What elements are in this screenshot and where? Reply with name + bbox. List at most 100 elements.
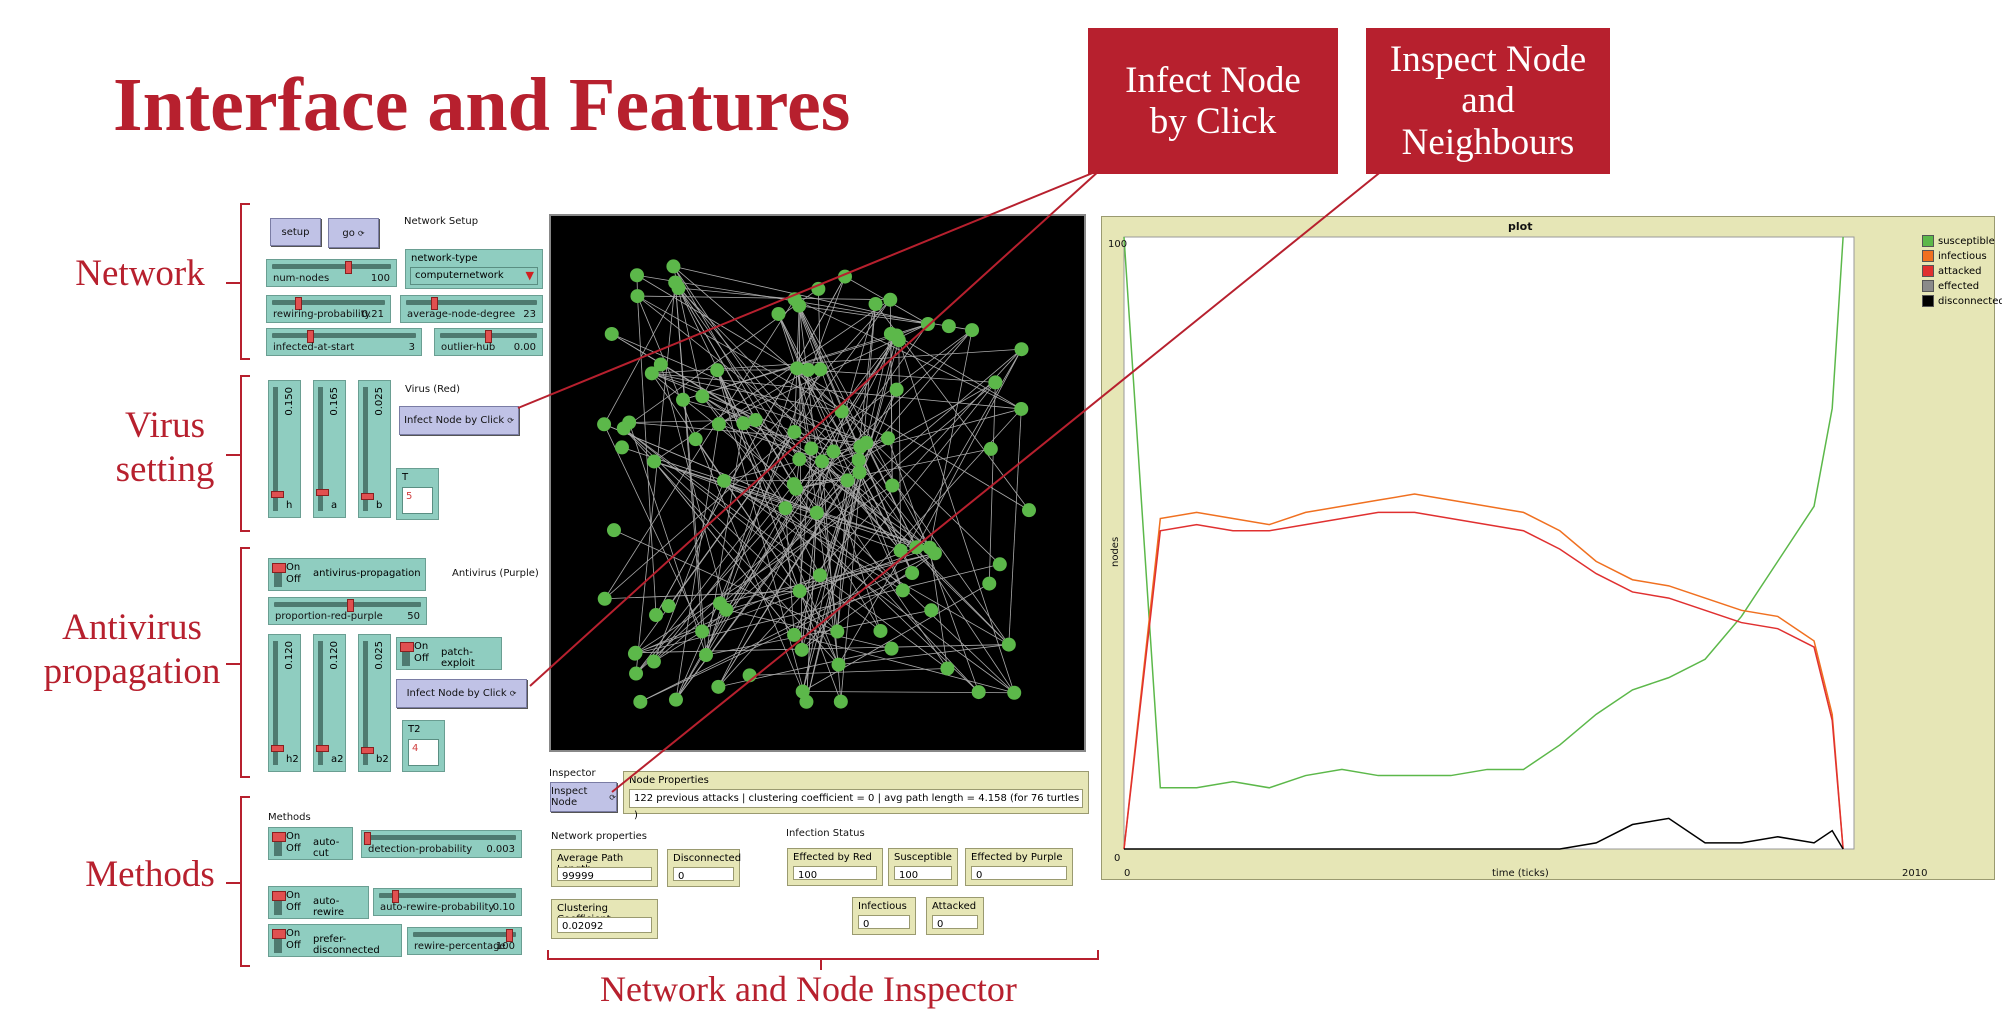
network-node[interactable] bbox=[647, 454, 662, 469]
network-node[interactable] bbox=[787, 292, 802, 307]
network-node[interactable] bbox=[606, 523, 621, 538]
network-node[interactable] bbox=[813, 362, 828, 377]
network-node[interactable] bbox=[668, 692, 683, 707]
network-node[interactable] bbox=[868, 296, 883, 311]
network-node[interactable] bbox=[666, 259, 681, 274]
network-node[interactable] bbox=[604, 326, 619, 341]
network-node[interactable] bbox=[653, 357, 668, 372]
network-node[interactable] bbox=[1001, 637, 1016, 652]
network-node[interactable] bbox=[840, 473, 855, 488]
infect-node-button[interactable]: Infect Node by Click⟳ bbox=[399, 406, 519, 435]
network-node[interactable] bbox=[909, 540, 924, 555]
network-node[interactable] bbox=[922, 540, 937, 555]
network-node[interactable] bbox=[920, 317, 935, 332]
network-node[interactable] bbox=[597, 591, 612, 606]
network-node[interactable] bbox=[833, 694, 848, 709]
network-node[interactable] bbox=[992, 557, 1007, 572]
network-node[interactable] bbox=[831, 657, 846, 672]
network-node[interactable] bbox=[971, 685, 986, 700]
network-node[interactable] bbox=[711, 679, 726, 694]
network-node[interactable] bbox=[787, 424, 802, 439]
network-node[interactable] bbox=[851, 453, 866, 468]
network-node[interactable] bbox=[1007, 685, 1022, 700]
network-node[interactable] bbox=[646, 654, 661, 669]
network-node[interactable] bbox=[814, 454, 829, 469]
network-node[interactable] bbox=[905, 565, 920, 580]
network-node[interactable] bbox=[1014, 401, 1029, 416]
network-node[interactable] bbox=[630, 289, 645, 304]
network-node[interactable] bbox=[826, 444, 841, 459]
network-node[interactable] bbox=[881, 431, 896, 446]
network-node[interactable] bbox=[629, 268, 644, 283]
network-node[interactable] bbox=[885, 478, 900, 493]
network-node[interactable] bbox=[893, 543, 908, 558]
network-node[interactable] bbox=[941, 319, 956, 334]
network-node[interactable] bbox=[748, 413, 763, 428]
network-node[interactable] bbox=[710, 363, 725, 378]
network-node[interactable] bbox=[983, 441, 998, 456]
network-node[interactable] bbox=[801, 362, 816, 377]
network-graph[interactable] bbox=[551, 216, 1084, 750]
network-node[interactable] bbox=[883, 292, 898, 307]
network-node[interactable] bbox=[852, 465, 867, 480]
network-node[interactable] bbox=[792, 452, 807, 467]
network-node[interactable] bbox=[859, 435, 874, 450]
network-node[interactable] bbox=[627, 646, 642, 661]
network-node[interactable] bbox=[804, 441, 819, 456]
network-node[interactable] bbox=[830, 624, 845, 639]
network-node[interactable] bbox=[629, 666, 644, 681]
network-node[interactable] bbox=[711, 417, 726, 432]
network-node[interactable] bbox=[661, 599, 676, 614]
network-node[interactable] bbox=[616, 421, 631, 436]
network-node[interactable] bbox=[742, 668, 757, 683]
network-node[interactable] bbox=[799, 694, 814, 709]
network-node[interactable] bbox=[811, 281, 826, 296]
network-node[interactable] bbox=[717, 473, 732, 488]
network-node[interactable] bbox=[614, 440, 629, 455]
network-node[interactable] bbox=[982, 576, 997, 591]
go-button[interactable]: go⟳ bbox=[328, 218, 379, 248]
network-node[interactable] bbox=[891, 333, 906, 348]
network-node[interactable] bbox=[736, 416, 751, 431]
network-node[interactable] bbox=[834, 404, 849, 419]
network-node[interactable] bbox=[1014, 342, 1029, 357]
network-node[interactable] bbox=[786, 477, 801, 492]
network-node[interactable] bbox=[649, 608, 664, 623]
network-node[interactable] bbox=[633, 694, 648, 709]
network-type-chooser[interactable]: network-type computernetwork ▼ bbox=[405, 249, 543, 289]
network-node[interactable] bbox=[837, 269, 852, 284]
network-node[interactable] bbox=[792, 584, 807, 599]
network-node[interactable] bbox=[940, 661, 955, 676]
network-node[interactable] bbox=[695, 389, 710, 404]
network-node[interactable] bbox=[688, 432, 703, 447]
network-node[interactable] bbox=[699, 648, 714, 663]
network-node[interactable] bbox=[695, 624, 710, 639]
network-node[interactable] bbox=[809, 505, 824, 520]
antivirus-infect-node-button[interactable]: Infect Node by Click⟳ bbox=[396, 679, 527, 708]
network-node[interactable] bbox=[965, 323, 980, 338]
network-node[interactable] bbox=[771, 306, 786, 321]
network-node[interactable] bbox=[884, 641, 899, 656]
setup-button[interactable]: setup bbox=[270, 218, 321, 246]
network-node[interactable] bbox=[712, 596, 727, 611]
network-world-view[interactable] bbox=[549, 214, 1086, 752]
network-node[interactable] bbox=[668, 275, 683, 290]
network-node[interactable] bbox=[889, 382, 904, 397]
